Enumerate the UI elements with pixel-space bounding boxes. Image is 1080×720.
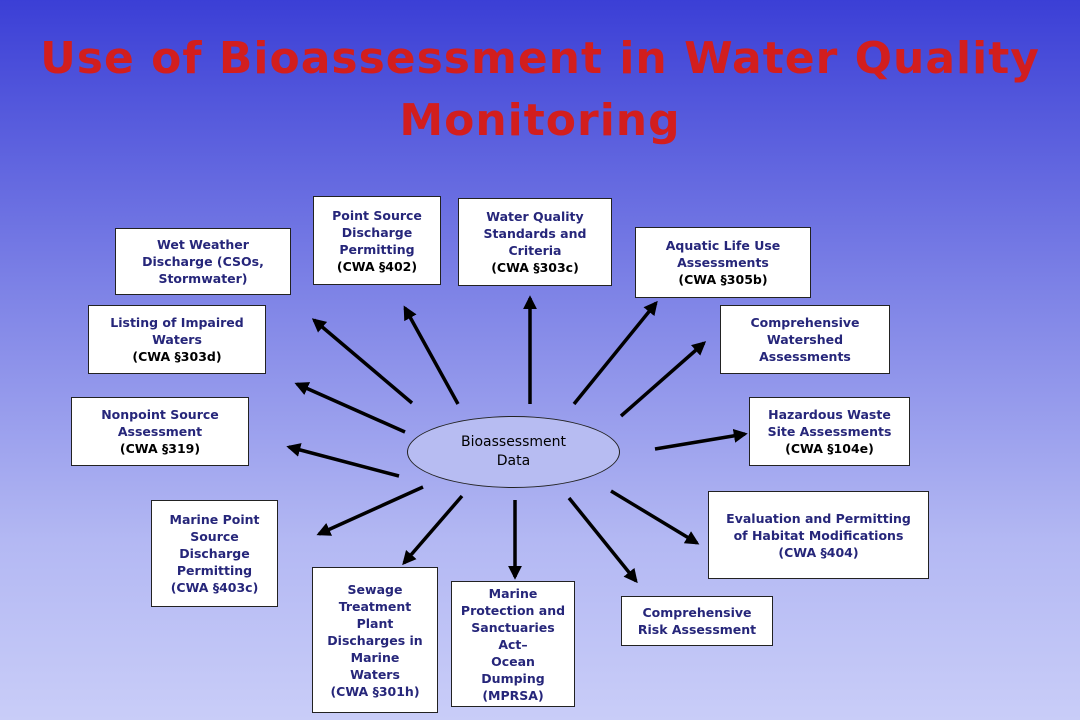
box-citation: (CWA §104e) xyxy=(785,441,874,456)
box-line: Evaluation and Permitting xyxy=(726,510,911,526)
box-line: Point Source xyxy=(332,207,422,223)
box-line: Marine xyxy=(350,649,400,665)
box-line: Protection and xyxy=(460,602,566,618)
box-line: Watershed xyxy=(766,332,844,347)
arrow-hazardous-waste xyxy=(654,428,748,451)
water-quality-standards-box: Water Quality Standards and Criteria (CW… xyxy=(458,198,612,286)
box-citation: (MPRSA) xyxy=(482,687,544,703)
habitat-modifications-box: Evaluation and Permitting of Habitat Mod… xyxy=(708,491,929,579)
title-line-2: Monitoring xyxy=(399,95,681,146)
box-line: Aquatic Life Use xyxy=(665,238,781,253)
box-line: Permitting xyxy=(176,563,253,578)
arrow-sewage xyxy=(402,494,464,566)
box-line: Permitting xyxy=(339,241,415,257)
center-label-line-1: Bioassessment xyxy=(460,434,567,450)
risk-assessment-box: Comprehensive Risk Assessment xyxy=(621,596,773,646)
box-line: Stormwater) xyxy=(158,271,248,286)
box-citation: (CWA §319) xyxy=(119,441,201,456)
arrow-watershed xyxy=(619,341,707,418)
arrow-risk xyxy=(567,496,638,584)
box-line: Waters xyxy=(350,666,400,682)
box-line: Plant xyxy=(356,615,394,631)
box-line: Sanctuaries Act– xyxy=(471,619,555,652)
box-line: Assessment xyxy=(117,424,203,439)
point-source-permitting-box: Point Source Discharge Permitting (CWA §… xyxy=(313,196,441,285)
marine-point-source-box: Marine Point Source Discharge Permitting… xyxy=(151,500,278,607)
box-line: Comprehensive xyxy=(642,605,752,620)
title-line-1: Use of Bioassessment in Water Quality xyxy=(40,33,1040,84)
box-citation: (CWA §403c) xyxy=(170,580,259,595)
box-citation: (CWA §303c) xyxy=(491,260,579,275)
arrow-aquatic-life xyxy=(572,300,658,406)
impaired-waters-box: Listing of Impaired Waters (CWA §303d) xyxy=(88,305,266,374)
box-line: Comprehensive xyxy=(750,315,860,330)
aquatic-life-use-box: Aquatic Life Use Assessments (CWA §305b) xyxy=(635,227,811,298)
box-line: Criteria xyxy=(508,243,562,258)
box-line: Marine Point xyxy=(169,512,260,527)
box-line: Site Assessments xyxy=(767,424,892,439)
box-line: Listing of Impaired xyxy=(110,315,244,330)
box-line: Source xyxy=(190,529,239,544)
hazardous-waste-box: Hazardous Waste Site Assessments (CWA §1… xyxy=(749,397,910,466)
box-citation: (CWA §404) xyxy=(778,544,859,560)
box-line: Sewage xyxy=(347,581,403,597)
box-line: Waters xyxy=(152,332,202,347)
sewage-treatment-box: Sewage Treatment Plant Discharges in Mar… xyxy=(312,567,438,713)
box-line: Treatment xyxy=(338,598,412,614)
box-citation: (CWA §305b) xyxy=(678,272,768,287)
box-line: Water Quality xyxy=(486,209,584,224)
center-label-line-2: Data xyxy=(496,453,531,469)
box-citation: (CWA §303d) xyxy=(132,349,222,364)
page-title: Use of Bioassessment in Water Quality Mo… xyxy=(0,28,1080,152)
box-line: Discharge xyxy=(179,546,250,561)
arrow-marine-point xyxy=(316,485,424,536)
box-line: Nonpoint Source xyxy=(101,407,219,422)
box-citation: (CWA §301h) xyxy=(330,683,420,699)
box-citation: (CWA §402) xyxy=(336,258,418,274)
arrow-point-source xyxy=(403,305,460,405)
box-line: Marine xyxy=(488,585,538,601)
box-line: Assessments xyxy=(759,349,851,364)
watershed-assessments-box: Comprehensive Watershed Assessments xyxy=(720,305,890,374)
box-line: Wet Weather xyxy=(157,237,249,252)
arrow-habitat xyxy=(610,489,700,545)
box-line: of Habitat Modifications xyxy=(733,527,904,543)
box-line: Discharge (CSOs, xyxy=(142,254,264,269)
arrow-wet-weather xyxy=(311,318,414,405)
arrow-impaired-waters xyxy=(294,382,406,434)
box-line: Risk Assessment xyxy=(637,622,757,637)
mprsa-box: Marine Protection and Sanctuaries Act– O… xyxy=(451,581,575,707)
box-line: Assessments xyxy=(677,255,769,270)
box-line: Standards and xyxy=(483,226,587,241)
box-line: Hazardous Waste xyxy=(768,407,891,422)
box-line: Discharge xyxy=(341,224,413,240)
nonpoint-source-box: Nonpoint Source Assessment (CWA §319) xyxy=(71,397,249,466)
bioassessment-data-ellipse: Bioassessment Data xyxy=(407,416,620,488)
wet-weather-discharge-box: Wet Weather Discharge (CSOs, Stormwater) xyxy=(115,228,291,295)
box-line: Ocean Dumping xyxy=(481,653,545,686)
arrow-nonpoint xyxy=(286,443,400,478)
box-line: Discharges in xyxy=(327,632,423,648)
